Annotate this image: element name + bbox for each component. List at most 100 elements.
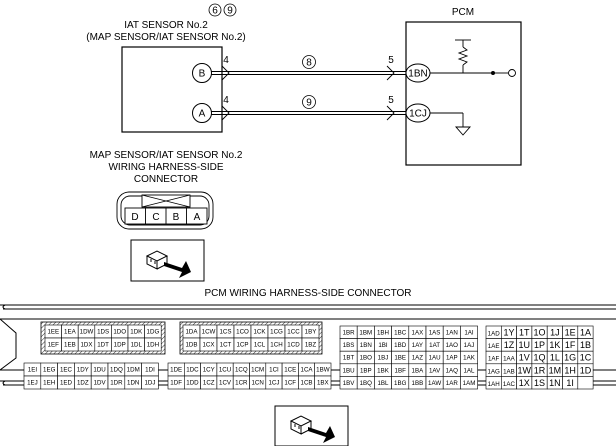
pcm-pin-label: 1BW (316, 367, 330, 374)
pcm-pin-label: 1B (580, 340, 591, 350)
pcm-pin-label: 1CS (219, 329, 231, 336)
harness-pin-d: D (131, 212, 138, 223)
pcm-pin-label: 1AB (503, 368, 515, 375)
pcm-pin-label: 1CZ (203, 380, 215, 387)
pcm-pin-label: 1L (550, 353, 560, 363)
pcm-pin-label: 1Q (534, 353, 546, 363)
pcm-pin-label: 1CQ (235, 367, 248, 374)
pcm-pin-label: 1DF (170, 380, 182, 387)
pcm-pin-label: 1AX (412, 330, 424, 337)
pcm-pin-label: 1AC (503, 381, 516, 388)
pcm-pin-label: 1BL (377, 380, 389, 387)
pcm-pin-label: 1AG (487, 368, 500, 375)
pcm-pin-label: 1A (580, 328, 591, 338)
pcm-terminal-1cj: 1CJ (405, 103, 431, 123)
pcm-pin-label: 1AI (464, 330, 474, 337)
pcm-pin-label: 1AR (446, 380, 459, 387)
pcm-pin-label: 1T (519, 328, 530, 338)
pcm-pin-label: 1CX (202, 342, 214, 349)
pcm-pin-label: 1DI (145, 367, 155, 374)
pcm-pin-label: 1AP (446, 355, 458, 362)
pcm-pin-label: 1BI (378, 342, 388, 349)
pcm-pin-label: 1BG (394, 380, 407, 387)
pcm-connector-view-icon (274, 405, 349, 446)
pcm-pin-label: 1CH (270, 342, 282, 349)
wire-a (211, 105, 406, 121)
pcm-pin-label: 1CI (269, 367, 279, 374)
pcm-pin-label: 1EA (64, 329, 77, 336)
pcm-pin-label: 1BB (412, 380, 424, 387)
pcm-pin-label: 1BV (343, 380, 356, 387)
pcm-pin-label: 1DE (170, 367, 182, 374)
pcm-pin-label: 1CA (301, 367, 314, 374)
pcm-ground-circuit (430, 112, 471, 136)
sensor-terminal-b: B (192, 63, 212, 83)
pcm-pin-label: 1AU (429, 355, 441, 362)
pcm-pin-label: 1CU (219, 367, 231, 374)
pcm-pin-label: 1BE (394, 355, 406, 362)
pcm-pin-label: 1DR (110, 380, 123, 387)
pcm-pin-label: 1V (519, 353, 530, 363)
pcm-pin-label: 1AH (488, 381, 500, 388)
pcm-pin-cell (301, 337, 320, 352)
pcm-pin-label: 1DP (114, 342, 126, 349)
pcm-pin-label: 1BA (412, 367, 425, 374)
pcm-pin-label: 1DL (131, 342, 143, 349)
pcm-pin-label: 1C (580, 353, 592, 363)
pcm-pin-label: 1EC (60, 367, 73, 374)
harness-connector-title: MAP SENSOR/IAT SENSOR No.2 (90, 150, 243, 161)
pcm-pin-label: 1E (565, 328, 576, 338)
pcm-pin-label: 1AA (503, 356, 516, 363)
pcm-pin-label: 1M (549, 365, 562, 375)
pcm-pin-label: 1AY (412, 342, 423, 349)
pcm-pin-label: 1CJ (268, 380, 279, 387)
pcm-pin-label: 1BF (395, 367, 407, 374)
pcm-pin-label: 1DD (186, 380, 199, 387)
pcm-pin-label: 1CR (235, 380, 248, 387)
pcm-pin-label: 1W (518, 365, 532, 375)
pcm-pin-label: 1BM (359, 330, 372, 337)
pcm-pin-label: 1CO (236, 329, 249, 336)
sensor-terminal-a: A (192, 103, 212, 123)
pcm-pin-label: 1CE (284, 367, 296, 374)
pcm-pin-label: 1P (534, 340, 545, 350)
pcm-pin-label: 1O (534, 328, 546, 338)
pcm-pin-label: 1CD (287, 342, 300, 349)
pcm-pin-label: 1BT (343, 355, 355, 362)
pcm-pin-label: 1EF (48, 342, 60, 349)
pcm-pin-label: 1I (566, 378, 574, 388)
pcm-pin-label: 1DK (130, 329, 143, 336)
pcm-pin-label: 1CN (251, 380, 263, 387)
pcm-pin-label: 1DC (186, 367, 199, 374)
pcm-terminal-1bn-label: 1BN (408, 69, 427, 80)
pcm-pin-label: 1BZ (305, 342, 317, 349)
pcm-pin-label: 1DV (94, 380, 107, 387)
pcm-pin-label: 1J (550, 328, 560, 338)
pcm-pin-label: 1S (534, 378, 545, 388)
pcm-pin-label: 1X (519, 378, 530, 388)
pcm-pin-label: 1R (534, 365, 546, 375)
sensor-terminal-a-label: A (199, 109, 206, 120)
pcm-pin-label: 1EJ (27, 380, 38, 387)
wire-b-pcm-pin: 5 (388, 55, 394, 66)
wire-b (211, 65, 406, 81)
pcm-pullup-circuit (430, 39, 508, 74)
pcm-pin-label: 1DA (185, 329, 198, 336)
pcm-pin-label: 1D (580, 365, 592, 375)
pcm-pin-label: 1BX (317, 380, 329, 387)
pcm-pin-label: 1BR (343, 330, 356, 337)
pcm-pin-label: 1AF (488, 356, 500, 363)
pcm-pin-label: 1K (549, 340, 560, 350)
harness-connector-title-2: WIRING HARNESS-SIDE (108, 162, 223, 173)
pcm-pin-label: 1DW (80, 329, 94, 336)
pcm-pin-cell (460, 376, 478, 390)
pcm-pin-label: 1DG (147, 329, 160, 336)
pcm-pin-label: 1DB (185, 342, 197, 349)
pcm-pin-label: 1AZ (412, 355, 424, 362)
harness-pin-b: B (173, 212, 180, 223)
